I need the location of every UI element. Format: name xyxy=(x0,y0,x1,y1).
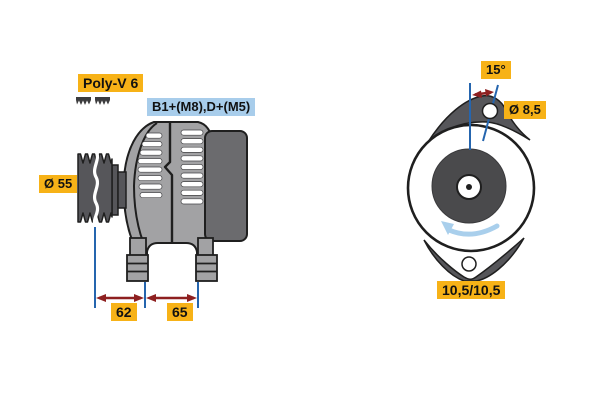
mounting-foot-right xyxy=(195,237,218,282)
shaft-center-dot xyxy=(466,184,472,190)
rotation-arrow-icon xyxy=(441,221,500,237)
top-lug-hole xyxy=(481,102,499,120)
label-dim-65: 65 xyxy=(167,303,193,321)
bottom-mounting-lug xyxy=(423,237,525,282)
label-hole-diameter: Ø 8,5 xyxy=(504,101,546,119)
extension-lines xyxy=(94,227,199,308)
angle-arrow xyxy=(472,89,494,98)
label-dim-62: 62 xyxy=(111,303,137,321)
label-terminals: B1+(M8),D+(M5) xyxy=(147,98,256,116)
rear-housing xyxy=(204,130,248,242)
dimension-arrow-62 xyxy=(96,294,144,302)
front-view-drawing xyxy=(406,83,536,282)
housing-divider xyxy=(163,123,174,258)
vent-slots xyxy=(137,129,204,205)
foot-arch-edge xyxy=(146,242,198,262)
top-mounting-lug xyxy=(427,94,531,143)
foot-arch-fill xyxy=(147,243,197,262)
pulley-break-line xyxy=(92,149,100,228)
label-pulley-diameter: Ø 55 xyxy=(39,175,78,193)
side-view-drawing xyxy=(76,97,248,308)
belt-profile-icon xyxy=(76,97,110,105)
dimension-arrow-65 xyxy=(146,294,197,302)
bottom-lug-hole xyxy=(461,256,477,272)
label-angle-15: 15° xyxy=(481,61,511,79)
label-belt-type: Poly-V 6 xyxy=(78,74,144,92)
label-mount-holes: 10,5/10,5 xyxy=(437,281,506,299)
shaft-hub xyxy=(111,164,127,216)
mounting-foot-left xyxy=(126,237,149,282)
